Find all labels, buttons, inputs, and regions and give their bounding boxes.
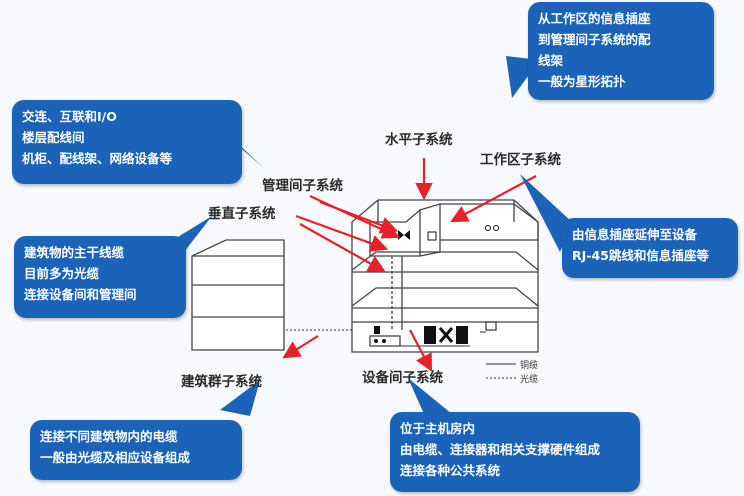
callout-line: 连接设备间和管理间 xyxy=(24,287,137,302)
callout-line: 位于主机房内 xyxy=(400,421,476,436)
legend-fiber: 光缆 xyxy=(520,375,539,385)
equipment-icons xyxy=(374,225,499,344)
label-work-area-subsystem: 工作区子系统 xyxy=(480,152,561,168)
callout-line: 目前多为光缆 xyxy=(24,266,100,281)
callout-line: 一般由光缆及相应设备组成 xyxy=(40,450,191,465)
callout-line: 到管理间子系统的配 xyxy=(538,32,651,47)
work-area-subsystem-callout: 由信息插座延伸至设备 RJ-45跳线和信息插座等 xyxy=(562,218,738,278)
callout-line: 连接各种公共系统 xyxy=(400,463,501,478)
callout-line: 由信息插座延伸至设备 xyxy=(572,227,698,242)
backbone-subsystem-callout: 建筑物的主干线缆 目前多为光缆 连接设备间和管理间 xyxy=(14,236,186,318)
callout-line: 由电缆、连接器和相关支撑硬件组成 xyxy=(400,442,601,457)
callout-line: 机柜、配线架、网络设备等 xyxy=(22,151,173,166)
callout-line: RJ-45跳线和信息插座等 xyxy=(572,248,709,263)
cables xyxy=(286,329,486,347)
callout-line: 线架 xyxy=(538,53,564,68)
left-building xyxy=(191,239,285,351)
pointer-arrows xyxy=(282,158,537,372)
callout-line: 交连、互联和I/O xyxy=(22,109,117,124)
campus-subsystem-callout: 连接不同建筑物内的电缆 一般由光缆及相应设备组成 xyxy=(30,420,242,480)
equipment-subsystem-callout: 位于主机房内 由电缆、连接器和相关支撑硬件组成 连接各种公共系统 xyxy=(390,412,640,492)
label-backbone-subsystem: 垂直子系统 xyxy=(208,206,276,222)
label-admin-subsystem: 管理间子系统 xyxy=(262,178,343,194)
label-campus-subsystem: 建筑群子系统 xyxy=(181,374,262,390)
callout-line: 连接不同建筑物内的电缆 xyxy=(40,429,178,444)
label-horizontal-subsystem: 水平子系统 xyxy=(385,132,453,148)
label-equipment-subsystem: 设备间子系统 xyxy=(362,370,443,386)
callout-line: 一般为星形拓扑 xyxy=(538,74,626,89)
callout-line: 楼层配线间 xyxy=(22,130,85,145)
legend-copper: 铜缆 xyxy=(520,361,539,371)
callout-line: 从工作区的信息插座 xyxy=(538,11,651,26)
horizontal-subsystem-callout: 从工作区的信息插座 到管理间子系统的配 线架 一般为星形拓扑 xyxy=(528,2,714,100)
callout-line: 建筑物的主干线缆 xyxy=(24,245,125,260)
admin-subsystem-callout: 交连、互联和I/O 楼层配线间 机柜、配线架、网络设备等 xyxy=(12,100,242,184)
legend-lines xyxy=(486,363,516,379)
